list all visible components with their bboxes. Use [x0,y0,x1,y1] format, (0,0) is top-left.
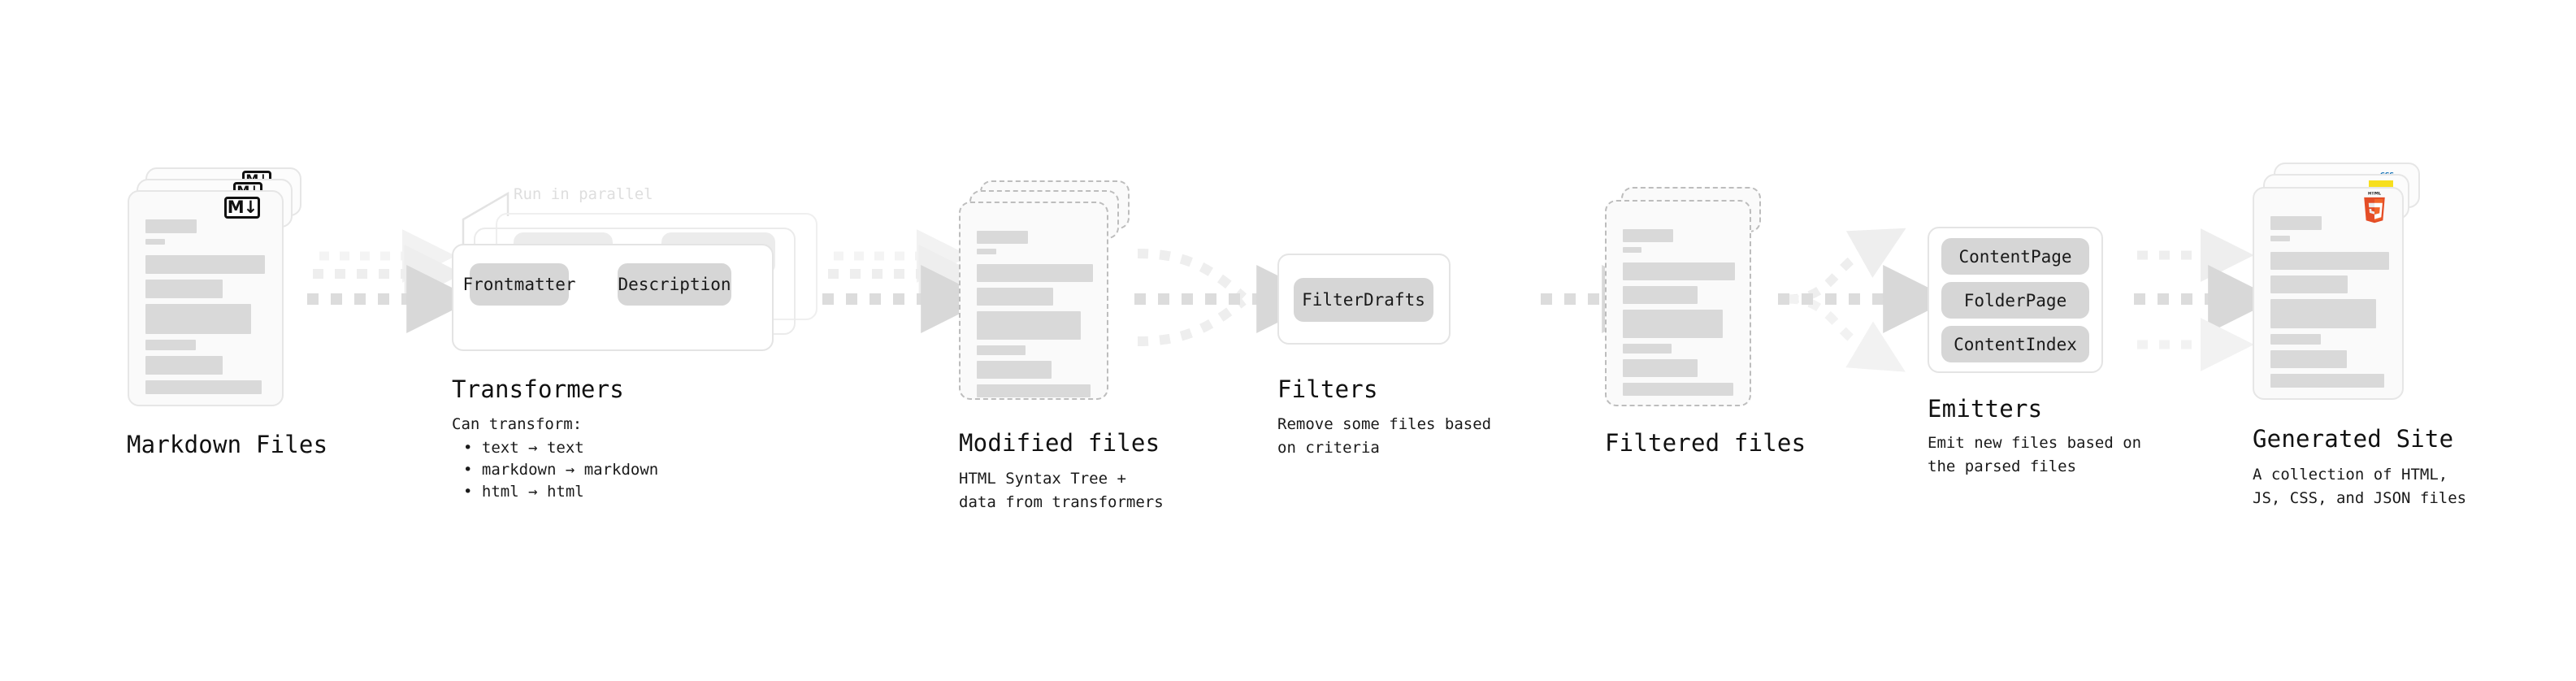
arrow-emitters-to-site [2134,228,2277,371]
run-in-parallel-label: Run in parallel [514,185,653,203]
doc-bar [977,249,996,254]
doc-bar [1623,229,1673,242]
doc-bar [145,280,223,298]
doc-bar [145,380,262,394]
modified-files-title: Modified files [959,429,1160,457]
doc-bar [977,288,1053,306]
emitters-subtitle: Emit new files based on the parsed files [1928,434,2142,476]
filters-pill-filterdrafts[interactable]: FilterDrafts [1294,278,1433,322]
transformers-group: Frontmatter Description [452,213,834,359]
doc-bar [977,384,1091,397]
markdown-card-front [128,190,284,406]
html5-icon: HTML [2364,192,2385,223]
markdown-card-content [129,192,282,405]
doc-bar [977,311,1081,340]
filtered-card-content [1607,202,1750,405]
doc-bar [977,231,1028,244]
doc-bar [1623,359,1698,377]
doc-bar [2270,374,2384,388]
transformers-bullet-1: • markdown → markdown [463,461,659,479]
modified-files-subtitle: HTML Syntax Tree + data from transformer… [959,470,1164,512]
transformers-bullet-0: • text → text [463,439,584,457]
emitters-pill-contentpage[interactable]: ContentPage [1941,238,2089,275]
filtered-files-stack [1605,187,1780,419]
transformers-pill-frontmatter[interactable]: Frontmatter [462,263,576,306]
doc-bar [145,340,196,350]
arrow-transformers-to-modified [822,229,990,333]
generated-site-subtitle: A collection of HTML, JS, CSS, and JSON … [2253,466,2467,508]
doc-bar [977,345,1026,355]
doc-bar [1623,383,1733,396]
doc-bar [1623,286,1698,304]
doc-bar [145,356,223,375]
doc-bar [2270,299,2376,328]
site-card-front [2253,187,2404,400]
doc-bar [2270,350,2347,368]
doc-bar [145,219,197,233]
modified-files-stack [959,180,1134,416]
filters-subtitle: Remove some files based on criteria [1277,415,1492,458]
transformers-bullet-2: • html → html [463,483,584,501]
emitters-group: ContentPage FolderPage ContentIndex [1928,227,2114,373]
doc-bar [2270,334,2321,345]
filtered-card-front [1605,200,1751,406]
markdown-files-title: Markdown Files [127,431,328,458]
doc-bar [1623,262,1735,280]
arrow-markdown-to-transformers [307,229,475,333]
emitters-pill-folderpage[interactable]: FolderPage [1941,282,2089,319]
doc-bar [2270,275,2348,293]
transformers-pill-description[interactable]: Description [618,263,731,306]
generated-site-stack: CSS HTML [2253,163,2431,406]
doc-bar [977,361,1052,379]
doc-bar [145,239,165,245]
filters-title: Filters [1277,375,1378,403]
svg-text:HTML: HTML [2368,192,2382,197]
modified-card-content [961,203,1107,398]
doc-bar [1623,247,1641,253]
markdown-icon: M↓ [224,197,260,219]
doc-bar [1623,310,1723,338]
arrow-modified-to-filters [1134,249,1325,346]
doc-bar [2270,236,2290,241]
markdown-files-stack: M↓ M↓ M↓ [128,167,302,407]
site-card-content [2254,189,2402,398]
doc-bar [2270,252,2389,270]
doc-bar [145,304,251,334]
generated-site-title: Generated Site [2253,425,2454,453]
arrow-filtered-to-emitters [1778,228,1952,372]
doc-bar [1623,344,1672,354]
doc-bar [977,264,1093,282]
transformers-subtitle: Can transform: [452,415,583,433]
filters-group: FilterDrafts [1277,254,1456,345]
modified-card-front [959,202,1108,400]
doc-bar [145,255,265,274]
transformers-title: Transformers [452,375,624,403]
emitters-pill-contentindex[interactable]: ContentIndex [1941,326,2089,362]
filtered-files-title: Filtered files [1605,429,1806,457]
doc-bar [2270,216,2322,230]
emitters-title: Emitters [1928,395,2043,423]
